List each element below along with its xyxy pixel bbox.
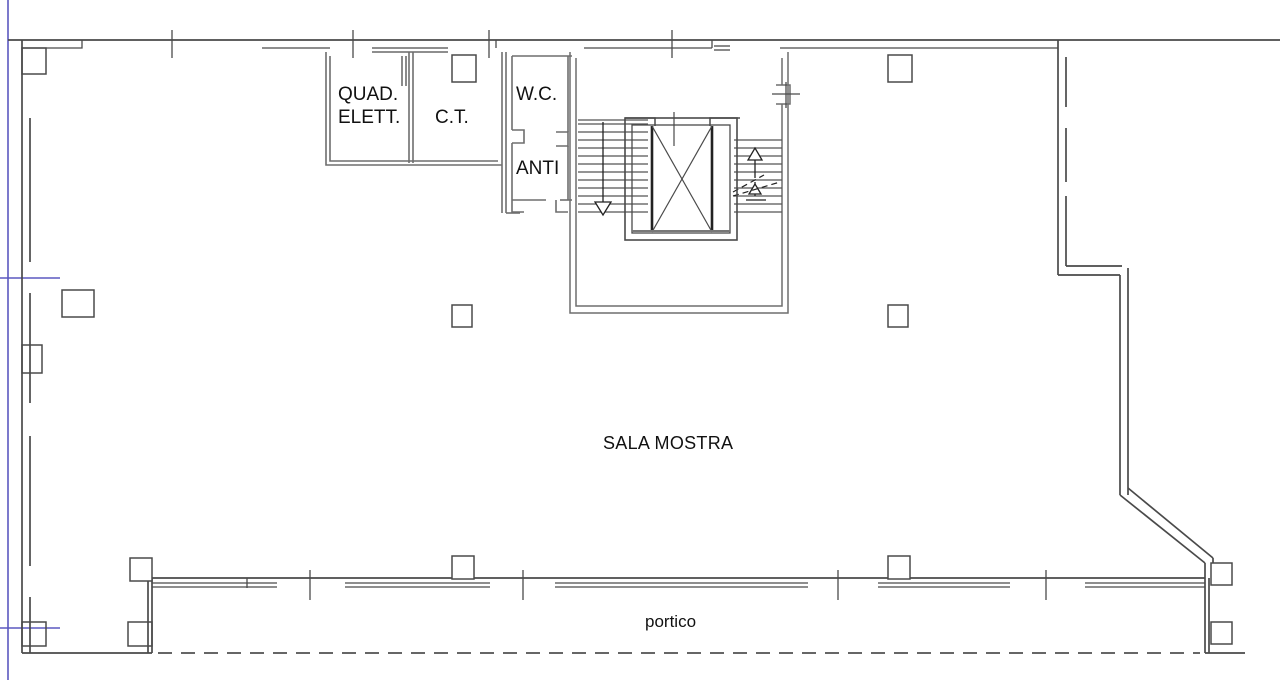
stair-right-flight — [734, 139, 782, 213]
interior-partition-walls — [325, 52, 572, 214]
top-wall-tick-marks — [171, 30, 673, 58]
stair-left-flight — [578, 119, 648, 213]
column — [887, 54, 913, 83]
stair-left-down-arrow — [593, 122, 613, 217]
stair-break-line-symbol — [732, 174, 781, 197]
bottom-portico-wall — [152, 582, 1205, 588]
column — [21, 621, 47, 647]
column — [887, 555, 911, 580]
column — [451, 54, 477, 83]
column — [21, 47, 47, 75]
column — [129, 557, 153, 582]
columns — [21, 47, 1233, 647]
column — [451, 304, 473, 328]
column — [887, 304, 909, 328]
column — [1210, 621, 1233, 645]
room-label-quad-elett-line1: QUAD. — [338, 84, 399, 105]
misc-detail-lines — [246, 56, 800, 588]
column — [451, 555, 475, 580]
room-label-ct: C.T. — [435, 107, 469, 128]
column — [1210, 562, 1233, 586]
top-wall-openings — [22, 40, 1058, 53]
column — [21, 344, 43, 374]
elevator-shaft — [624, 112, 740, 241]
column — [61, 289, 95, 318]
room-label-sala-mostra: SALA MOSTRA — [603, 433, 734, 453]
bottom-wall-tick-marks — [309, 570, 1047, 600]
room-label-quad-elett-line2: ELETT. — [338, 107, 401, 128]
room-label-anti: ANTI — [516, 158, 560, 179]
room-label-portico: portico — [645, 612, 697, 631]
column — [127, 621, 153, 647]
room-label-wc: W.C. — [516, 84, 558, 105]
